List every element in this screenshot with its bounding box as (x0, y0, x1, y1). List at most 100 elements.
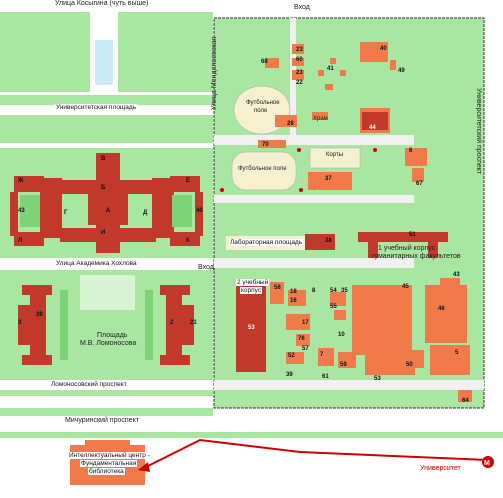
first-humanities-building (305, 232, 448, 258)
lawn-strip-3 (0, 390, 213, 396)
campus-fence (213, 17, 485, 409)
letter-e: Е (186, 178, 191, 184)
number-57: 57 (302, 346, 309, 352)
number-60: 60 (296, 57, 303, 63)
tennis-courts-label: Корты (326, 152, 344, 158)
lab-square-label: Лабораторная площадь (229, 239, 304, 246)
number-59: 59 (340, 362, 347, 368)
number-6: 6 (409, 148, 413, 154)
courtyard-left (20, 195, 40, 227)
univ-square-label: Университетская площадь (55, 104, 138, 111)
lawn-strip-4 (0, 408, 213, 416)
number-7: 7 (320, 352, 324, 358)
gate-mid-label: Вход (198, 264, 214, 271)
lomonosov-square-label-2: М.В. Ломоносова (80, 340, 137, 347)
number-68: 68 (261, 59, 268, 65)
number-40-left: 40 (196, 208, 203, 214)
number-40: 40 (380, 46, 387, 52)
number-46: 46 (438, 306, 445, 312)
metro-label: Университет (420, 465, 461, 472)
letter-i: И (101, 230, 106, 236)
route-arrow (138, 462, 150, 472)
library-label-1: Интеллектуальный центр - (68, 452, 151, 459)
building-44 (362, 112, 388, 130)
number-67: 67 (416, 181, 423, 187)
building-37 (308, 172, 352, 190)
letter-d: Д (143, 210, 148, 216)
number-16: 16 (290, 298, 297, 304)
number-28: 28 (287, 121, 294, 127)
number-30: 39 (36, 312, 43, 318)
svg-text:M: M (484, 460, 490, 467)
number-61: 61 (322, 374, 329, 380)
letter-zh: Ж (18, 178, 24, 184)
route-line (139, 438, 489, 471)
number-17: 17 (302, 320, 309, 326)
lomonosov-ave-label: Ломоносовский проспект (50, 381, 128, 388)
michurinsky-label: Мичуринский проспект (65, 417, 139, 424)
second-building-label-1: 2 учебный (236, 279, 270, 286)
entrance-points (220, 148, 377, 192)
second-building-label-2: корпус (240, 287, 263, 294)
number-18: 18 (290, 289, 297, 295)
courtyard-right (172, 195, 192, 227)
number-38: 38 (325, 238, 332, 244)
first-building-label-1: 1 учебный корпус (378, 245, 436, 252)
stadium-label-1: Футбольное (246, 100, 280, 106)
number-52: 52 (288, 353, 295, 359)
number-10: 10 (338, 332, 345, 338)
number-53: 53 (248, 325, 255, 331)
number-51: 51 (409, 232, 416, 238)
main-building (10, 153, 203, 253)
lawn-bottom-strip (0, 432, 503, 438)
letter-v: В (101, 156, 106, 162)
number-48: 43 (18, 208, 25, 214)
library-label-2: Фундаментальная (80, 460, 138, 467)
number-2: 2 (170, 320, 174, 326)
letter-k: К (186, 238, 190, 244)
number-49: 49 (398, 68, 405, 74)
lawn-strip-1 (0, 95, 213, 105)
number-23: 23 (296, 70, 303, 76)
number-43: 43 (453, 272, 460, 278)
tennis-courts (309, 147, 361, 169)
letter-a: А (106, 208, 111, 214)
campus-buildings-bottom (270, 278, 472, 402)
number-58: 58 (274, 285, 281, 291)
lawn-top-left-2 (118, 12, 213, 92)
lawn-top-left-1 (0, 12, 90, 92)
lawn-strip-2 (0, 115, 213, 143)
fountain-garden (80, 275, 135, 310)
fountain-pool (95, 40, 113, 85)
number-33: 53 (374, 376, 381, 382)
number-8: 8 (312, 288, 316, 294)
gate-top-label: Вход (294, 4, 310, 11)
number-50: 50 (406, 362, 413, 368)
first-building-label-2: гуманитарных факультетов (372, 253, 461, 260)
number-45: 45 (402, 284, 409, 290)
letter-l: Л (18, 238, 23, 244)
number-64: 64 (462, 398, 469, 404)
number-22: 22 (296, 80, 303, 86)
univ-prospect-label: Университетский проспект (475, 88, 482, 175)
second-building (236, 282, 266, 372)
metro-icon (482, 456, 494, 468)
top-street-label: Улица Косыгина (чуть выше) (55, 0, 149, 7)
number-35: 35 (341, 288, 348, 294)
number-21: 21 (190, 320, 197, 326)
football-field (231, 151, 297, 191)
number-37: 37 (325, 176, 332, 182)
number-76: 76 (298, 336, 305, 342)
number-54: 54 (330, 288, 337, 294)
number-5: 5 (455, 350, 459, 356)
football-field-label: Футбольное поле (238, 166, 287, 172)
number-41: 41 (327, 66, 334, 72)
left-vertical-street-label: Улица Менделеевская (211, 36, 218, 110)
lomonosov-square-label-1: Площадь (97, 332, 128, 339)
left-wing-buildings (18, 285, 194, 365)
number-70: 70 (262, 142, 269, 148)
stadium-label-2: поле (254, 108, 268, 114)
number-55: 55 (330, 304, 337, 310)
number-3: 3 (18, 320, 22, 326)
